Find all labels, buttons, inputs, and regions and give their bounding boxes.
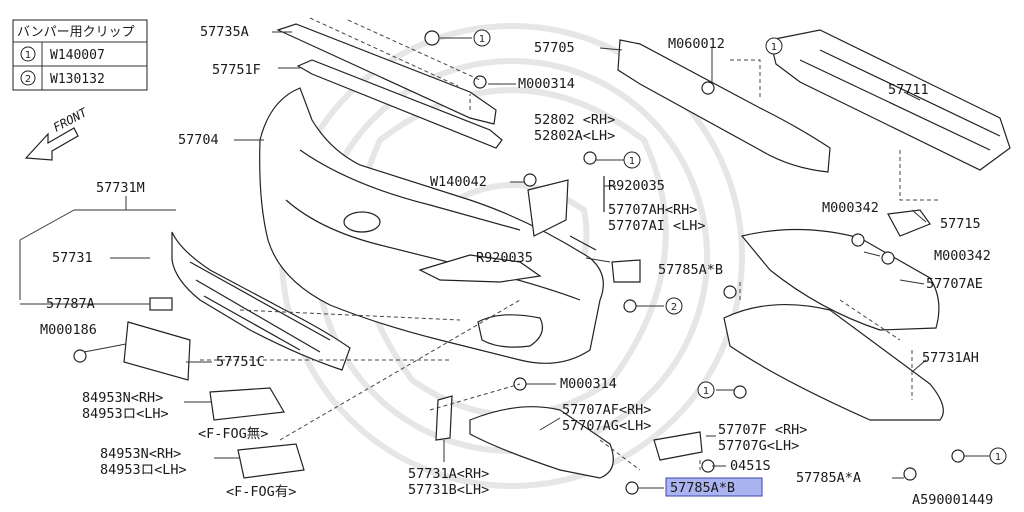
diagram-id: A590001449 — [912, 492, 993, 508]
reinforcement-57705 — [617, 39, 831, 173]
label-57707AF-rh[interactable]: 57707AF<RH> — [562, 402, 651, 418]
callout-circle: 1 — [473, 29, 491, 47]
label-M000342-upper[interactable]: M000342 — [822, 200, 879, 216]
label-fog-none: <F-FOG無> — [198, 426, 268, 442]
label-57787A[interactable]: 57787A — [46, 296, 95, 312]
bumper-cover-57704 — [259, 87, 604, 364]
label-M060012[interactable]: M060012 — [668, 36, 725, 52]
label-fog-with: <F-FOG有> — [226, 484, 296, 500]
label-57785A-B-upper[interactable]: 57785A*B — [658, 262, 723, 278]
label-R920035-upper[interactable]: R920035 — [608, 178, 665, 194]
upper-strip-57735A — [276, 23, 497, 125]
label-52802-rh[interactable]: 52802 <RH> — [534, 112, 615, 128]
label-57785A-B-lower[interactable]: 57785A*B — [670, 480, 735, 496]
label-57707AG-lh[interactable]: 57707AG<LH> — [562, 418, 651, 434]
label-57707G-lh[interactable]: 57707G<LH> — [718, 438, 799, 454]
label-57705[interactable]: 57705 — [534, 40, 575, 56]
svg-text:1: 1 — [771, 42, 777, 53]
label-57785A-A[interactable]: 57785A*A — [796, 470, 861, 486]
fog-cover-2 — [237, 443, 305, 479]
clip-table-row1-marker — [20, 46, 36, 62]
undercover-57707AE — [740, 228, 940, 331]
clip-table-row1-num: 1 — [25, 50, 31, 61]
bracket-57751C — [123, 321, 191, 381]
label-0451S[interactable]: 0451S — [730, 458, 771, 474]
highlighted-part-57785A-B[interactable]: 57785A*B — [665, 477, 763, 497]
label-57715[interactable]: 57715 — [940, 216, 981, 232]
clip-table-row2-code: W130132 — [50, 72, 105, 87]
label-84953N-rh-2[interactable]: 84953N<RH> — [100, 446, 181, 462]
label-W140042[interactable]: W140042 — [430, 174, 487, 190]
label-57707AI-lh[interactable]: 57707AI <LH> — [608, 218, 706, 234]
callout-circle: 2 — [665, 297, 683, 315]
clip-table-row2-num: 2 — [25, 74, 31, 85]
label-57707F-rh[interactable]: 57707F <RH> — [718, 422, 807, 438]
label-M000314-lower[interactable]: M000314 — [560, 376, 617, 392]
clip-table-row1-code: W140007 — [50, 48, 105, 63]
callout-circle: 1 — [989, 447, 1007, 465]
assembly-guides — [200, 17, 940, 471]
label-57735A[interactable]: 57735A — [200, 24, 249, 40]
clip-table-title: バンパー用クリップ — [17, 25, 135, 40]
label-57751F[interactable]: 57751F — [212, 62, 261, 78]
label-57731A-rh[interactable]: 57731A<RH> — [408, 466, 489, 482]
label-M000314-top[interactable]: M000314 — [518, 76, 575, 92]
label-84953O-lh-1[interactable]: 84953ロ<LH> — [82, 406, 169, 422]
bracket-57707F — [653, 431, 703, 461]
front-arrow: FRONT — [24, 105, 90, 161]
label-M000342-lower[interactable]: M000342 — [934, 248, 991, 264]
fog-cover-1 — [209, 387, 285, 421]
label-57704[interactable]: 57704 — [178, 132, 219, 148]
strip-57751F — [296, 59, 503, 149]
bracket-52802 — [527, 179, 569, 237]
label-57731B-lh[interactable]: 57731B<LH> — [408, 482, 489, 498]
label-57731AH[interactable]: 57731AH — [922, 350, 979, 366]
callout-circle: 1 — [623, 151, 641, 169]
svg-text:1: 1 — [995, 452, 1001, 463]
svg-text:1: 1 — [479, 34, 485, 45]
fasteners — [73, 30, 965, 495]
svg-text:2: 2 — [671, 302, 677, 313]
part-57787A — [149, 297, 173, 311]
label-57711[interactable]: 57711 — [888, 82, 929, 98]
undercover-57731AH — [723, 303, 944, 421]
label-M000186[interactable]: M000186 — [40, 322, 97, 338]
beam-57711 — [769, 29, 1011, 171]
leader-lines — [19, 31, 990, 489]
label-57707AE[interactable]: 57707AE — [926, 276, 983, 292]
svg-text:1: 1 — [629, 156, 635, 167]
svg-text:1: 1 — [703, 386, 709, 397]
clip-table: バンパー用クリップ 1 W140007 2 W130132 — [12, 19, 148, 91]
label-52802A-lh[interactable]: 52802A<LH> — [534, 128, 615, 144]
label-84953N-rh-1[interactable]: 84953N<RH> — [82, 390, 163, 406]
clip-table-row2-marker — [20, 70, 36, 86]
label-57707AH-rh[interactable]: 57707AH<RH> — [608, 202, 697, 218]
label-57731M[interactable]: 57731M — [96, 180, 145, 196]
label-57731[interactable]: 57731 — [52, 250, 93, 266]
highlight-box — [665, 477, 763, 497]
callout-circle: 1 — [697, 381, 715, 399]
label-R920035-lower[interactable]: R920035 — [476, 250, 533, 266]
bracket-57707AH — [611, 259, 641, 283]
bracket-57707AF — [469, 406, 614, 479]
part-57715 — [887, 209, 931, 237]
label-84953O-lh-2[interactable]: 84953ロ<LH> — [100, 462, 187, 478]
callout-circle: 1 — [765, 37, 783, 55]
label-57751C[interactable]: 57751C — [216, 354, 265, 370]
bracket-57731A — [435, 395, 453, 441]
